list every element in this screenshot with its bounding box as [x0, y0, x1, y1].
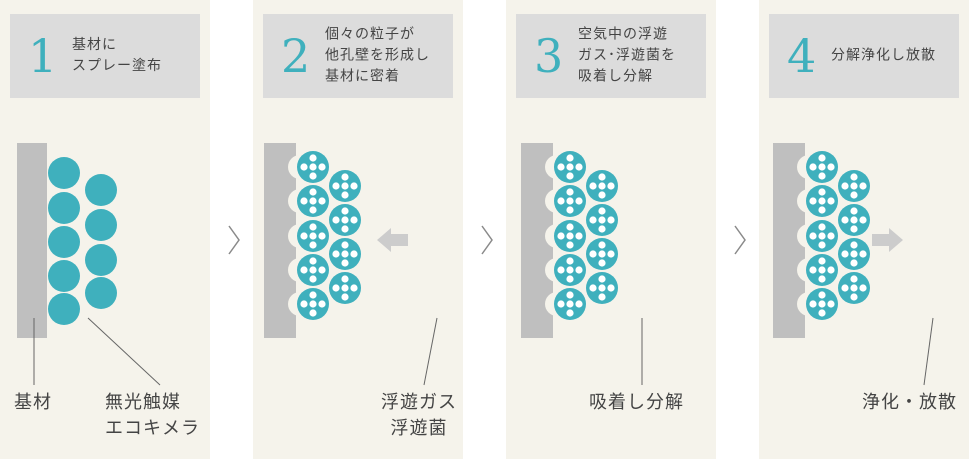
- step-title: 分解浄化し放散: [831, 47, 936, 64]
- step-number: 1: [28, 29, 58, 83]
- label-adsorb: 吸着し分解: [589, 392, 684, 413]
- chevron-right-icon: [734, 225, 746, 255]
- step-header-4: 4 分解浄化し放散: [769, 14, 959, 98]
- step-header-3: 3 空気中の浮遊 ガス･浮遊菌を 吸着し分解: [516, 14, 706, 98]
- chevron-right-icon: [481, 225, 493, 255]
- step-header-1: 1 基材に スプレー塗布: [10, 14, 200, 98]
- step-header-2: 2 個々の粒子が 他孔壁を形成し 基材に密着: [263, 14, 453, 98]
- label-catalyst: 無光触媒 エコキメラ: [105, 392, 200, 439]
- label-floating: 浮遊ガス 浮遊菌: [381, 392, 457, 439]
- label-release: 浄化・放散: [862, 392, 957, 413]
- step-number: 3: [534, 29, 564, 83]
- chevron-right-icon: [228, 225, 240, 255]
- step-number: 4: [787, 29, 817, 83]
- step-number: 2: [281, 29, 311, 83]
- step-title: 個々の粒子が 他孔壁を形成し 基材に密着: [325, 26, 430, 85]
- label-substrate: 基材: [14, 392, 52, 413]
- step-title: 基材に スプレー塗布: [72, 37, 162, 74]
- step-title: 空気中の浮遊 ガス･浮遊菌を 吸着し分解: [578, 26, 676, 85]
